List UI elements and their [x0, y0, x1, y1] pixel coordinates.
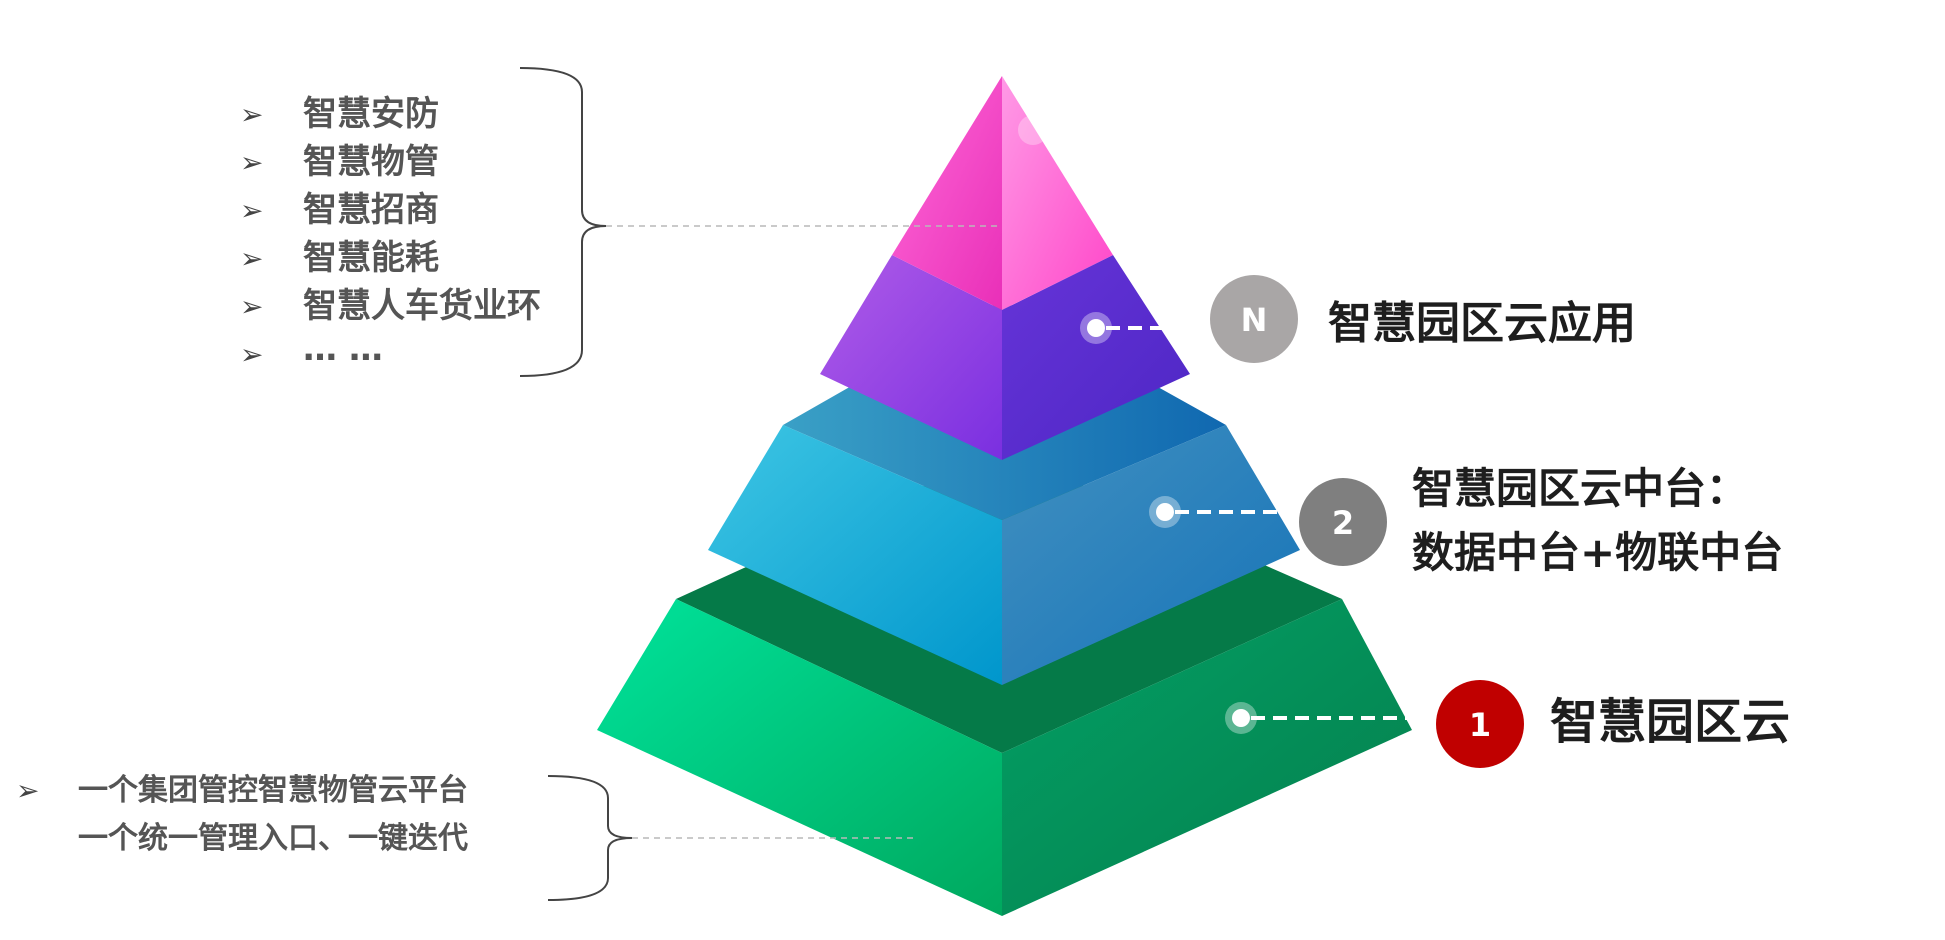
connector-dot	[1232, 709, 1250, 727]
bottom-list-brace	[547, 775, 633, 901]
bullet-arrow-icon: ➢	[240, 338, 263, 371]
connector-dot	[1087, 319, 1105, 337]
layer-callout-n: N 智慧园区云应用	[1080, 275, 1636, 363]
layer-badge-label: 1	[1469, 706, 1491, 744]
tier-middle-right-face	[1002, 425, 1300, 685]
bullet-arrow-icon: ➢	[240, 194, 263, 227]
list-item: ➢ 智慧物管	[240, 142, 439, 182]
layer-badge	[1210, 275, 1298, 363]
top-feature-list: ➢ 智慧安防 ➢ 智慧物管 ➢ 智慧招商 ➢ 智慧能耗 ➢ 智慧人车货业环 ➢ …	[240, 94, 541, 371]
tier-bottom-right-face	[1002, 599, 1412, 916]
bullet-arrow-icon: ➢	[240, 242, 263, 275]
layer-title: 智慧园区云中台：	[1412, 464, 1748, 513]
pyramid-tier-top	[820, 76, 1190, 460]
list-item: ➢ 智慧招商	[240, 190, 439, 230]
tier-top-lower-left	[820, 255, 1002, 460]
list-item-label: … …	[303, 329, 383, 369]
tier-bottom-left-face	[597, 599, 1002, 916]
bottom-list-line: 一个统一管理入口、一键迭代	[78, 821, 468, 856]
list-item-label: 智慧物管	[303, 142, 439, 182]
list-item: ➢ … …	[240, 329, 383, 371]
tier-top-apex-left	[892, 76, 1002, 310]
layer-badge	[1299, 478, 1387, 566]
layer-callout-2: 2 智慧园区云中台： 数据中台+物联中台	[1149, 464, 1783, 577]
bullet-arrow-icon: ➢	[240, 98, 263, 131]
list-item-label: 智慧安防	[303, 94, 439, 134]
layer-badge-label: 2	[1332, 504, 1354, 542]
layer-title: 智慧园区云	[1550, 694, 1790, 750]
bullet-arrow-icon: ➢	[16, 774, 39, 807]
apex-highlight	[1018, 115, 1048, 145]
layer-callout-1: 1 智慧园区云	[1225, 680, 1790, 768]
list-item: ➢ 智慧人车货业环	[240, 286, 541, 326]
list-item: ➢ 智慧能耗	[240, 238, 439, 278]
tier-top-apex-right	[1002, 76, 1113, 310]
connector-dot	[1156, 503, 1174, 521]
tier-top-lower-right	[1002, 255, 1190, 460]
list-item-label: 智慧人车货业环	[303, 286, 541, 326]
tier-middle-left-face	[708, 425, 1002, 685]
layer-badge-label: N	[1241, 301, 1268, 339]
bottom-feature-list: ➢ 一个集团管控智慧物管云平台 一个统一管理入口、一键迭代	[16, 773, 468, 856]
bullet-arrow-icon: ➢	[240, 290, 263, 323]
bottom-list-line: 一个集团管控智慧物管云平台	[78, 773, 468, 808]
layer-title: 智慧园区云应用	[1328, 298, 1636, 349]
list-item-label: 智慧招商	[303, 190, 439, 230]
layer-subtitle: 数据中台+物联中台	[1412, 528, 1783, 577]
layer-badge	[1436, 680, 1524, 768]
bullet-arrow-icon: ➢	[240, 146, 263, 179]
list-item-label: 智慧能耗	[303, 238, 439, 278]
top-list-brace	[519, 67, 607, 377]
list-item: ➢ 智慧安防	[240, 94, 439, 134]
